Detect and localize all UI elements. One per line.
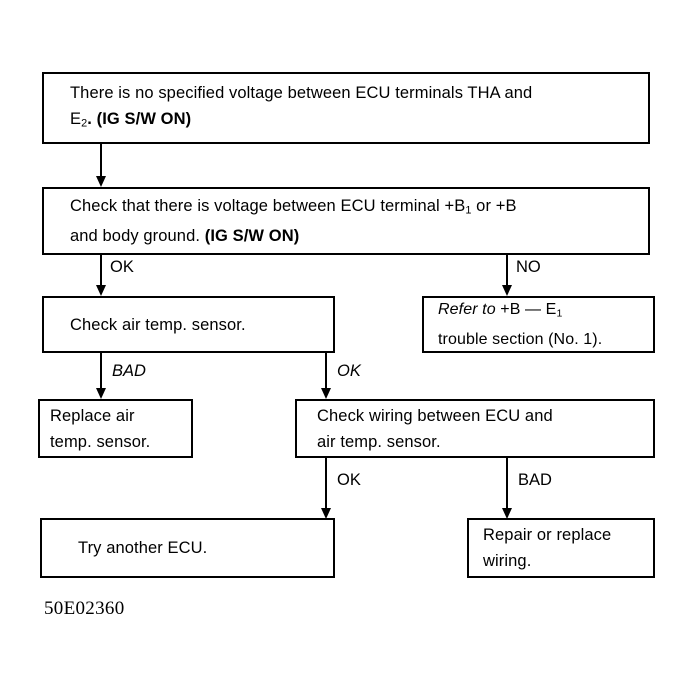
edge-label-bad-after-sensor-check: BAD (112, 362, 146, 380)
node-refer-line-2: trouble section (No. 1). (438, 330, 603, 348)
edge-label-no-after-voltage-check: NO (516, 258, 541, 276)
node-no-specified-voltage-label: There is no specified voltage between EC… (44, 80, 648, 136)
node-line-2-bold: . (IG S/W ON) (87, 109, 192, 128)
node-no-specified-voltage: There is no specified voltage between EC… (42, 72, 650, 144)
edge-label-ok-after-voltage-check: OK (110, 258, 134, 276)
node-replace-air-temp-sensor: Replace air temp. sensor. (38, 399, 193, 458)
arrowhead-check-sensor-ok (321, 388, 331, 399)
node-check-voltage-at-terminal: Check that there is voltage between ECU … (42, 187, 650, 255)
figure-caption: 50E02360 (44, 598, 125, 619)
node-line-2-bold: (IG S/W ON) (204, 227, 300, 246)
arrowhead-check-voltage-no (502, 285, 512, 296)
arrowhead-check-sensor-bad (96, 388, 106, 399)
node-check-wiring-label: Check wiring between ECU and air temp. s… (317, 406, 553, 451)
arrowhead-check-voltage-ok (96, 285, 106, 296)
node-line-1: There is no specified voltage between EC… (70, 83, 533, 102)
connector-check-wiring-ok (325, 458, 327, 510)
node-check-air-temp-sensor-label: Check air temp. sensor. (70, 315, 246, 334)
connector-check-wiring-bad (506, 458, 508, 510)
edge-label-ok-after-wiring-check: OK (337, 471, 361, 489)
arrowhead-no-voltage-to-check-voltage (96, 176, 106, 187)
subscript-1: 1 (556, 307, 563, 320)
arrowhead-check-wiring-bad (502, 508, 512, 519)
node-check-air-temp-sensor: Check air temp. sensor. (42, 296, 335, 353)
subscript-1: 1 (465, 204, 472, 217)
node-line-2-prefix: E (70, 109, 82, 128)
node-repair-or-replace-wiring: Repair or replace wiring. (467, 518, 655, 578)
node-repair-or-replace-wiring-label: Repair or replace wiring. (483, 526, 612, 570)
node-try-another-ecu: Try another ECU. (40, 518, 335, 578)
node-try-another-ecu-label: Try another ECU. (78, 539, 208, 557)
arrowhead-check-wiring-ok (321, 508, 331, 519)
node-line-1-prefix: Check that there is voltage between ECU … (70, 196, 466, 215)
node-refer-italic-prefix: Refer to (438, 301, 501, 319)
node-line-2-prefix: and body ground. (70, 227, 205, 246)
node-refer-to-b-e1-trouble-section: Refer to +B — E1 trouble section (No. 1). (422, 296, 655, 353)
node-refer-line-1: +B — E (500, 301, 557, 319)
connector-check-voltage-ok (100, 255, 102, 287)
connector-check-voltage-no (506, 255, 508, 287)
node-replace-air-temp-sensor-label: Replace air temp. sensor. (50, 406, 151, 451)
node-check-voltage-label: Check that there is voltage between ECU … (44, 193, 648, 249)
connector-check-sensor-bad (100, 353, 102, 390)
subscript-2: 2 (81, 117, 88, 130)
node-line-1-suffix: or +B (471, 196, 517, 215)
connector-no-voltage-to-check-voltage (100, 144, 102, 178)
node-check-wiring-between-ecu-and-sensor: Check wiring between ECU and air temp. s… (295, 399, 655, 458)
edge-label-ok-after-sensor-check: OK (337, 362, 361, 380)
connector-check-sensor-ok (325, 353, 327, 390)
edge-label-bad-after-wiring-check: BAD (518, 471, 552, 489)
node-refer-label: Refer to +B — E1 trouble section (No. 1). (424, 297, 653, 351)
